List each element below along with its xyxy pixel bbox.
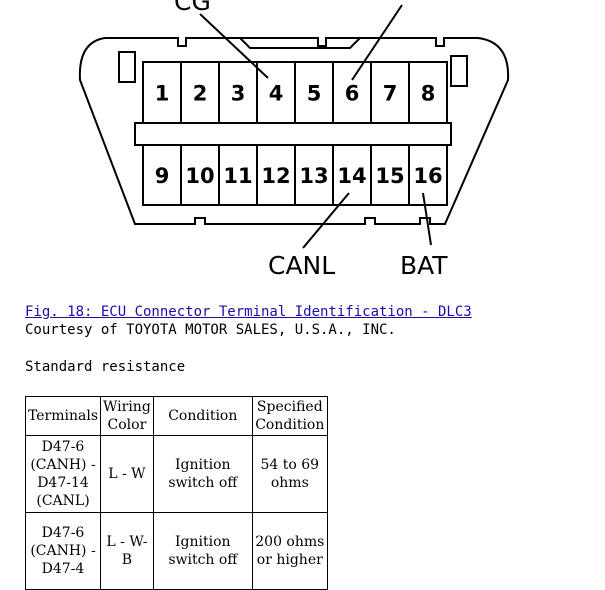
canl-leader (302, 192, 350, 249)
bat-leader (422, 192, 432, 246)
pin-cell (218, 144, 258, 206)
pin-row-bottom: 9 10 11 12 13 14 15 16 (142, 144, 448, 206)
cell-condition: Ignition switch off (152, 512, 253, 590)
pin-cell (180, 61, 220, 124)
pin-4: 4 (256, 61, 296, 124)
cell-terminals: D47-6 (CANH) - D47-14 (CANL) (24, 435, 102, 513)
pin-11: 11 (218, 144, 258, 206)
pin-13: 13 (294, 144, 334, 206)
section-title: Standard resistance (25, 359, 186, 375)
pin-cell (408, 61, 448, 124)
cg-leader (199, 13, 269, 79)
cell-specified-condition: 200 ohms or higher (251, 512, 328, 590)
right-tab (450, 55, 468, 87)
cell-wiring-color: L - W (100, 435, 154, 513)
cell-condition: Ignition switch off (152, 435, 253, 513)
pin-number: 11 (223, 164, 252, 188)
header-condition: Condition (152, 396, 253, 436)
pin-number: 3 (231, 82, 246, 106)
pin-3: 3 (218, 61, 258, 124)
figure-caption-link[interactable]: Fig. 18: ECU Connector Terminal Identifi… (25, 304, 472, 320)
pin-10: 10 (180, 144, 220, 206)
pin-14: 14 (332, 144, 372, 206)
table-row: D47-6 (CANH) - D47-14 (CANL) L - W Ignit… (24, 435, 328, 513)
pin-cell (370, 144, 410, 206)
header-wiring-color: Wiring Color (100, 396, 154, 436)
cell-specified-condition: 54 to 69 ohms (251, 435, 328, 513)
pin-number: 15 (375, 164, 404, 188)
pin-number: 10 (185, 164, 214, 188)
connector-latch (239, 37, 361, 49)
left-tab (118, 51, 136, 83)
connector-shell (78, 37, 510, 225)
courtesy-line: Courtesy of TOYOTA MOTOR SALES, U.S.A., … (25, 322, 396, 338)
header-specified-condition: Specified Condition (251, 396, 328, 436)
pin-number: 6 (345, 82, 360, 106)
pin-16: 16 (408, 144, 448, 206)
pin-2: 2 (180, 61, 220, 124)
pin-5: 5 (294, 61, 334, 124)
pin-number: 12 (261, 164, 290, 188)
pin-number: 1 (155, 82, 170, 106)
resistance-table: Terminals Wiring Color Condition Specifi… (24, 396, 328, 590)
figure-caption: Fig. 18: ECU Connector Terminal Identifi… (25, 303, 472, 339)
pin-number: 4 (269, 82, 284, 106)
pin-number: 13 (299, 164, 328, 188)
pin-6: 6 (332, 61, 372, 124)
pin-number: 16 (413, 164, 442, 188)
table-header-row: Terminals Wiring Color Condition Specifi… (24, 396, 328, 436)
pin-9: 9 (142, 144, 182, 206)
pin-cell (408, 144, 448, 206)
table-row: D47-6 (CANH) - D47-4 L - W-B Ignition sw… (24, 512, 328, 590)
pin-number: 9 (155, 164, 170, 188)
cell-terminals: D47-6 (CANH) - D47-4 (24, 512, 102, 590)
pin-number: 2 (193, 82, 208, 106)
pin-number: 14 (337, 164, 366, 188)
pin-1: 1 (142, 61, 182, 124)
pin-cell (142, 144, 182, 206)
label-bat: BAT (400, 251, 448, 280)
pin-cell (332, 144, 372, 206)
pin-cell (218, 61, 258, 124)
pin-number: 5 (307, 82, 322, 106)
label-canl: CANL (268, 251, 335, 280)
pin6-leader (351, 4, 403, 81)
center-bar (134, 122, 452, 146)
cell-wiring-color: L - W-B (100, 512, 154, 590)
pin-number: 7 (383, 82, 398, 106)
pin-8: 8 (408, 61, 448, 124)
header-terminals: Terminals (24, 396, 102, 436)
pin-7: 7 (370, 61, 410, 124)
pin-number: 8 (421, 82, 436, 106)
pin-12: 12 (256, 144, 296, 206)
label-cg: CG (174, 0, 211, 16)
pin-15: 15 (370, 144, 410, 206)
